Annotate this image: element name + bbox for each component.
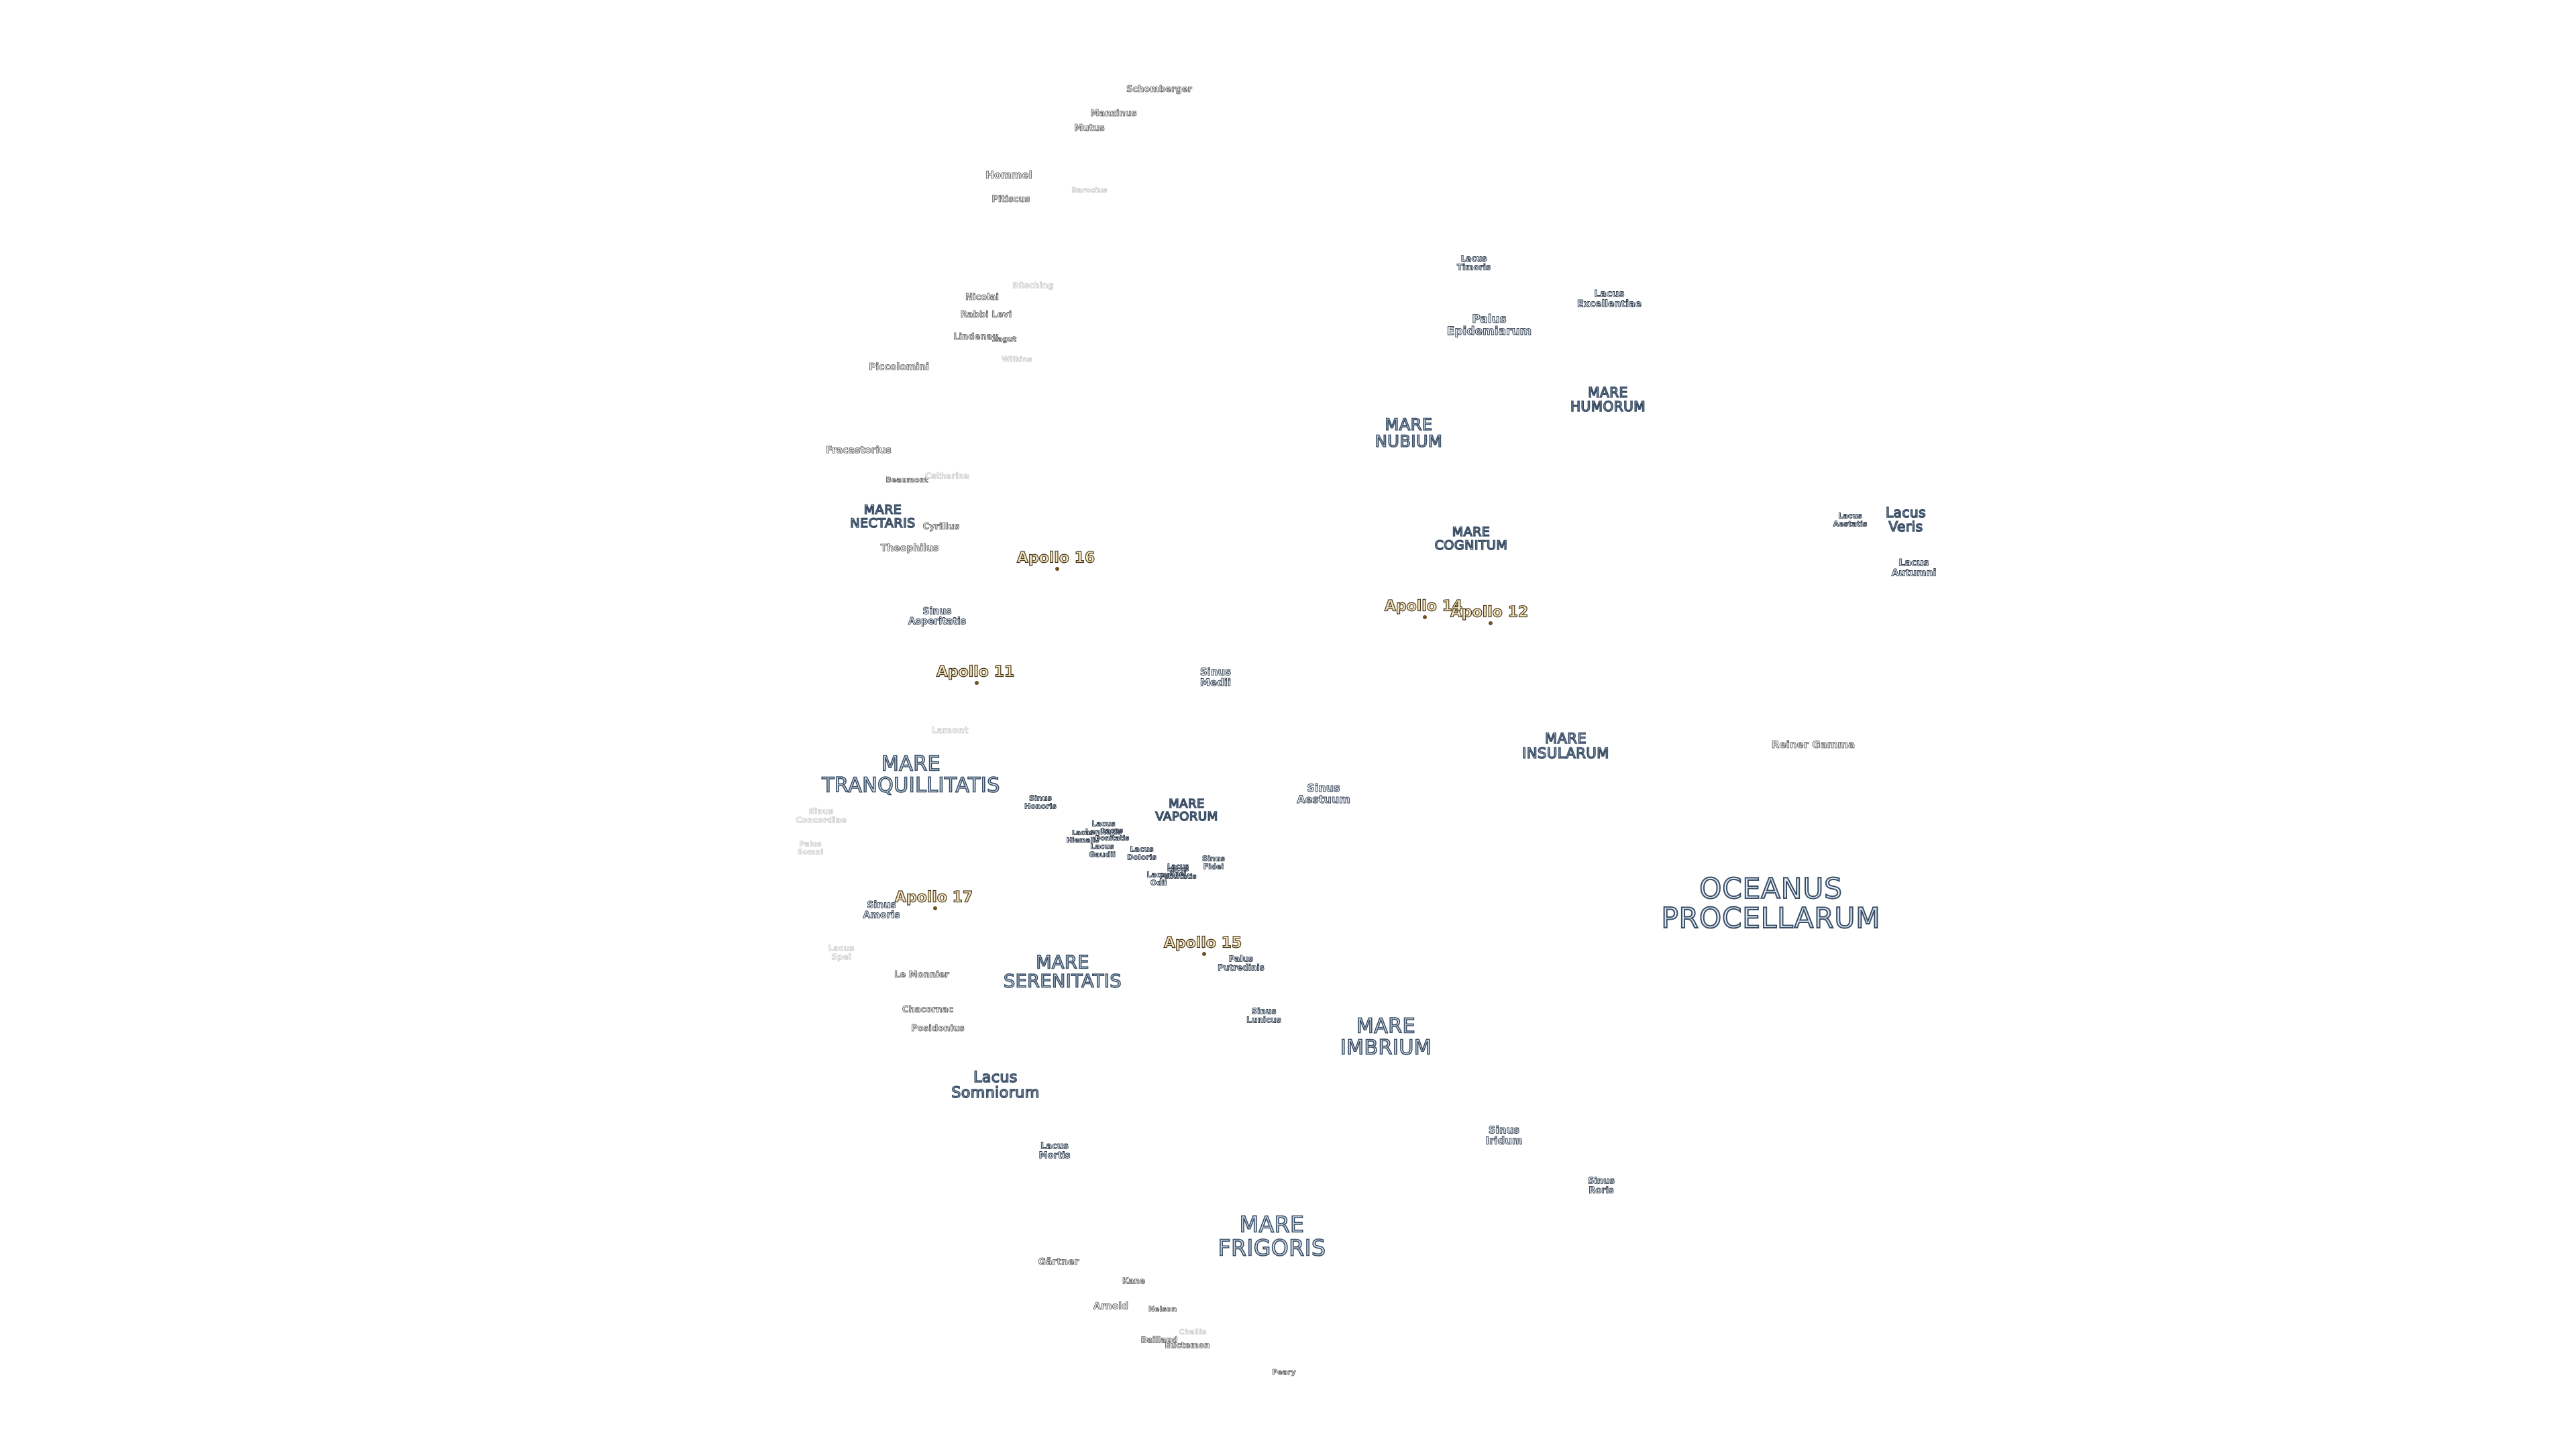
label-sinus-aestuum[interactable]: Sinus Aestuum xyxy=(1297,782,1351,806)
label-crater-piccolomini[interactable]: Piccolomini xyxy=(869,362,930,373)
label-sinus-asperitatis[interactable]: Sinus Asperitatis xyxy=(908,606,967,627)
label-crater-posidonius[interactable]: Posidonius xyxy=(911,1024,965,1034)
label-crater-pitiscus[interactable]: Pitiscus xyxy=(991,195,1030,205)
label-crater-euctemon[interactable]: Euctemon xyxy=(1165,1340,1210,1350)
label-crater-beaumont[interactable]: Beaumont xyxy=(885,476,928,485)
label-mare-humorum[interactable]: MARE HUMORUM xyxy=(1570,384,1646,415)
label-mare-nubium[interactable]: MARE NUBIUM xyxy=(1375,415,1443,451)
label-sinus-amoris[interactable]: Sinus Amoris xyxy=(863,900,900,920)
label-crater-peary[interactable]: Peary xyxy=(1272,1368,1296,1377)
label-lacus-mortis[interactable]: Lacus Mortis xyxy=(1038,1141,1071,1161)
apollo-12-marker[interactable] xyxy=(1489,621,1493,625)
label-mare-frigoris[interactable]: MARE FRIGORIS xyxy=(1218,1211,1326,1260)
label-crater-rabbi-levi[interactable]: Rabbi Levi xyxy=(960,310,1012,321)
label-crater-busching[interactable]: Büsching xyxy=(1012,280,1054,290)
label-crater-fracastorius[interactable]: Fracastorius xyxy=(826,445,892,456)
label-apollo-14[interactable]: Apollo 14 xyxy=(1384,598,1463,615)
apollo-11-marker[interactable] xyxy=(975,681,979,685)
label-crater-catharina[interactable]: Catharina xyxy=(925,471,970,481)
label-sinus-roris[interactable]: Sinus Roris xyxy=(1587,1176,1615,1195)
label-crater-nicolai[interactable]: Nicolai xyxy=(965,292,999,303)
label-crater-lindenau[interactable]: Lindenau xyxy=(953,332,999,343)
label-lacus-gaudii[interactable]: Lacus Gaudii xyxy=(1089,842,1116,859)
label-lacus-spei-label[interactable]: Lacus Spei xyxy=(828,943,855,961)
label-mare-vaporum[interactable]: MARE VAPORUM xyxy=(1155,797,1218,824)
label-lacus-lenitatis[interactable]: Lacus Lenitatis xyxy=(1085,819,1122,836)
label-palus-epidemiarum[interactable]: Palus Epidemiarum xyxy=(1446,313,1532,338)
label-lacus-autumni[interactable]: Lacus Autumni xyxy=(1891,557,1937,578)
label-lacus-excellentiae[interactable]: Lacus Excellentiae xyxy=(1577,288,1642,309)
label-crater-mutus[interactable]: Mutus xyxy=(1074,123,1105,134)
label-crater-schomberger[interactable]: Schomberger xyxy=(1126,85,1193,95)
label-palus-putredinis[interactable]: Palus Putredinis xyxy=(1218,954,1265,972)
label-lacus-aestatis[interactable]: Lacus Aestatis xyxy=(1833,511,1868,528)
label-oceanus-procellarum[interactable]: OCEANUS PROCELLARUM xyxy=(1660,871,1881,934)
label-sinus-honoris[interactable]: Sinus Honoris xyxy=(1024,794,1057,810)
label-apollo-16[interactable]: Apollo 16 xyxy=(1016,549,1095,567)
label-crater-hommel[interactable]: Hommel xyxy=(985,169,1032,182)
apollo-15-marker[interactable] xyxy=(1202,952,1206,956)
label-lacus-somniorum[interactable]: Lacus Somniorum xyxy=(951,1069,1040,1102)
label-lacus-doloris[interactable]: Lacus Doloris xyxy=(1127,845,1157,861)
label-lacus-hiemalis[interactable]: Lacus Hiemalis xyxy=(1066,829,1099,844)
label-crater-nelson[interactable]: Nelson xyxy=(1148,1305,1177,1314)
label-apollo-15[interactable]: Apollo 15 xyxy=(1163,934,1242,952)
label-crater-wilkins[interactable]: Wilkins xyxy=(1002,355,1032,364)
label-crater-chacornac[interactable]: Chacornac xyxy=(902,1005,954,1016)
label-apollo-17[interactable]: Apollo 17 xyxy=(894,889,973,906)
label-sinus-medii[interactable]: Sinus Medii xyxy=(1199,665,1232,688)
label-palus-somni[interactable]: Palus Somni xyxy=(797,839,824,856)
label-reiner-gamma[interactable]: Reiner Gamma xyxy=(1771,739,1856,751)
label-sinus-concordiae[interactable]: Sinus Concordiae xyxy=(796,806,847,824)
label-crater-baillaud[interactable]: Baillaud xyxy=(1140,1335,1178,1345)
label-crater-zagut[interactable]: Zagut xyxy=(991,335,1017,344)
apollo-16-marker[interactable] xyxy=(1055,567,1059,571)
label-lacus-veris[interactable]: Lacus Veris xyxy=(1885,504,1926,535)
label-crater-gartner[interactable]: Gärtner xyxy=(1038,1256,1079,1268)
label-crater-arnold[interactable]: Arnold xyxy=(1093,1301,1129,1312)
label-lacus-felicitatis[interactable]: Lacus Felicitatis xyxy=(1159,865,1197,880)
label-mare-imbrium[interactable]: MARE IMBRIUM xyxy=(1340,1014,1432,1059)
label-crater-lamont[interactable]: Lamont xyxy=(931,726,969,737)
apollo-14-marker[interactable] xyxy=(1423,615,1427,619)
label-crater-challis[interactable]: Challis xyxy=(1179,1328,1207,1337)
label-mare-nectaris[interactable]: MARE NECTARIS xyxy=(849,502,916,531)
label-crater-barocius[interactable]: Barocius xyxy=(1071,186,1108,195)
label-sinus-fidei[interactable]: Sinus Fidei xyxy=(1202,854,1226,871)
label-crater-le-monnier[interactable]: Le Monnier xyxy=(894,970,950,981)
label-mare-cognitum[interactable]: MARE COGNITUM xyxy=(1434,525,1508,553)
label-lacus-odii[interactable]: Lacus Odii xyxy=(1146,870,1171,887)
label-sinus-lunicus[interactable]: Sinus Lunicus xyxy=(1246,1006,1282,1024)
label-sinus-iridum[interactable]: Sinus Iridum xyxy=(1485,1124,1523,1146)
label-mare-insularum[interactable]: MARE INSULARUM xyxy=(1521,730,1609,761)
label-crater-cyrillus[interactable]: Cyrillus xyxy=(922,522,960,533)
label-apollo-11[interactable]: Apollo 11 xyxy=(936,663,1015,681)
label-crater-kane[interactable]: Kane xyxy=(1122,1276,1146,1286)
label-crater-manzinus[interactable]: Manzinus xyxy=(1090,109,1137,119)
label-lacus-bonitatis[interactable]: Lacus Bonitatis xyxy=(1095,827,1130,842)
apollo-17-marker[interactable] xyxy=(933,906,937,910)
label-lacus-spei[interactable]: Lacus Spei xyxy=(1167,863,1189,877)
label-mare-serenitatis[interactable]: MARE SERENITATIS xyxy=(1003,952,1122,992)
label-lacus-timoris[interactable]: Lacus Timoris xyxy=(1456,254,1491,272)
label-crater-theophilus[interactable]: Theophilus xyxy=(880,543,939,554)
label-mare-tranquillitatis[interactable]: MARE TRANQUILLITATIS xyxy=(821,752,1000,797)
label-apollo-12[interactable]: Apollo 12 xyxy=(1450,604,1529,621)
